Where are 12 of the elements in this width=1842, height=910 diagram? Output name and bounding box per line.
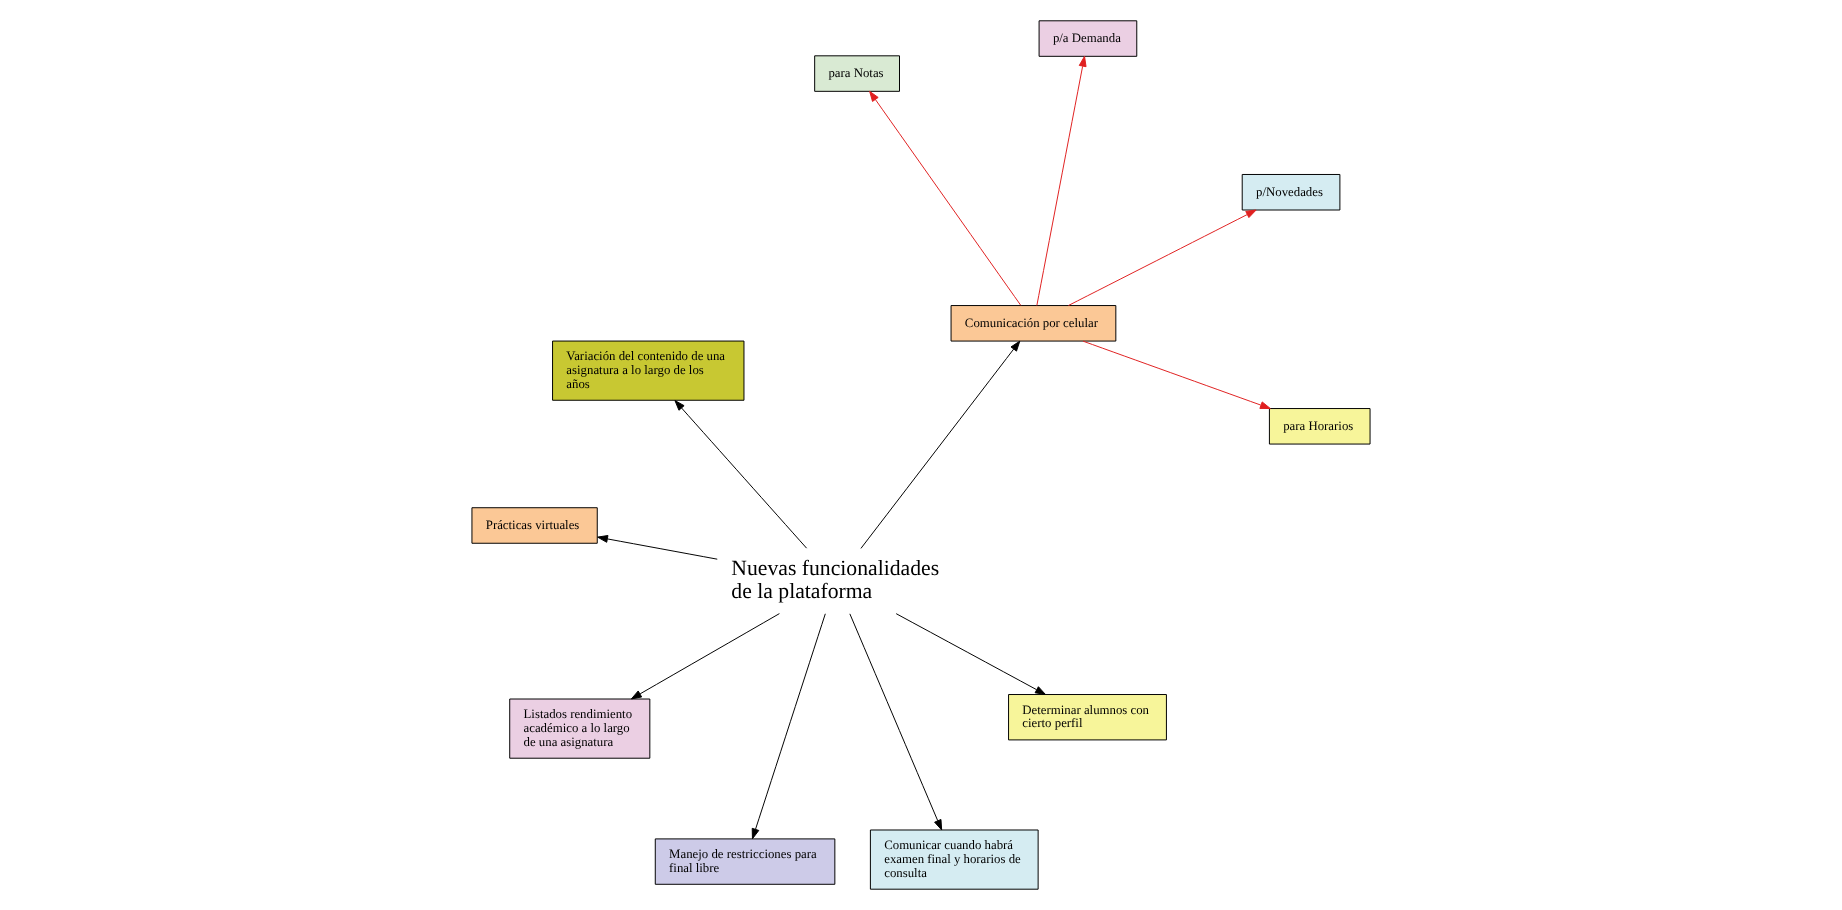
arrow: [1082, 340, 1271, 409]
arrow: [597, 535, 718, 560]
node-text: Nuevas funcionalidades de la plataforma: [731, 556, 940, 605]
arrow: [1067, 209, 1257, 306]
arrow: [860, 340, 1021, 549]
arrow: [869, 90, 1022, 306]
arrow: [674, 400, 808, 549]
arrow: [849, 613, 943, 831]
arrow: [895, 613, 1046, 695]
arrow: [1036, 55, 1087, 306]
arrow: [751, 613, 826, 840]
arrow: [630, 613, 780, 700]
